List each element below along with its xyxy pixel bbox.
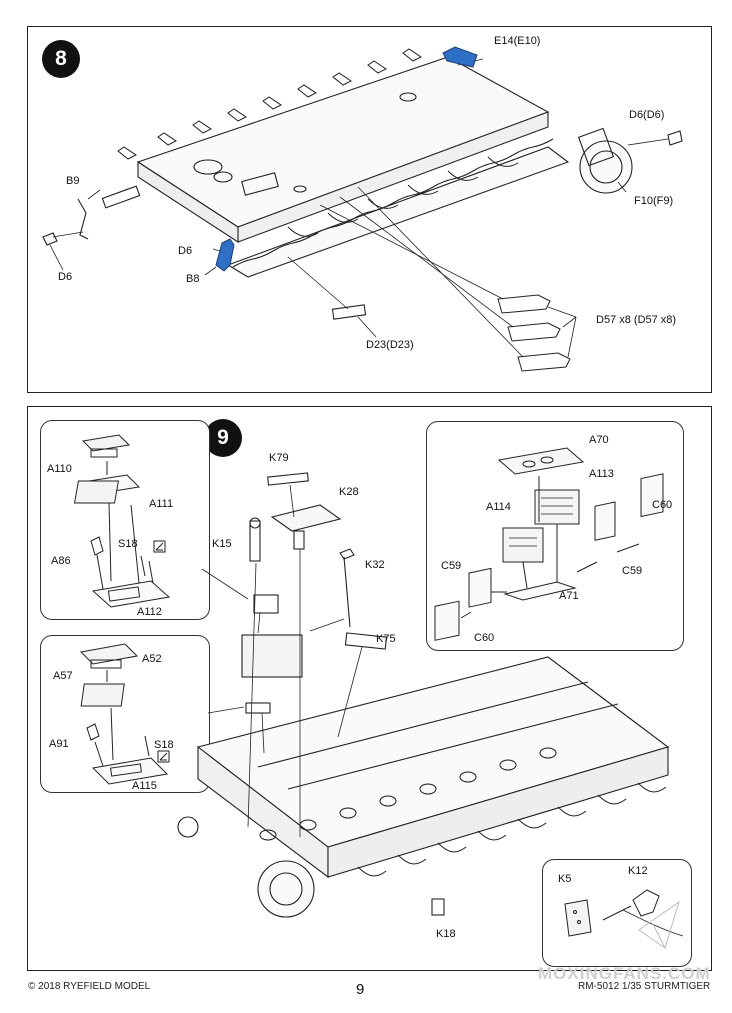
label-k28: K28: [339, 486, 359, 498]
label-a70: A70: [589, 434, 609, 446]
step-number-badge: 9: [204, 419, 242, 457]
label-a115: A115: [132, 780, 157, 792]
label-s18-bottom: S18: [154, 739, 174, 751]
footer-copyright: © 2018 RYEFIELD MODEL: [28, 981, 151, 992]
label-d6-left: D6: [58, 271, 73, 283]
label-a57: A57: [53, 670, 73, 682]
label-a112: A112: [137, 606, 162, 618]
label-a91: A91: [49, 738, 69, 750]
label-d6-mid: D6: [178, 245, 193, 257]
inset-a115-illustration: [79, 643, 170, 785]
inset-a71-illustration: [434, 447, 664, 641]
label-f10: F10(F9): [634, 195, 674, 207]
inset-box-a115: [40, 635, 210, 793]
label-c59-right: C59: [622, 565, 643, 577]
step-number-badge: 8: [42, 40, 80, 78]
label-k32: K32: [365, 559, 385, 571]
label-a71: A71: [559, 590, 579, 602]
label-a110: A110: [47, 463, 72, 475]
step-9-illustration: [177, 472, 670, 918]
label-k15: K15: [212, 538, 232, 550]
step-9-panel: 9: [27, 406, 712, 971]
label-a52: A52: [142, 653, 162, 665]
label-a111: A111: [149, 498, 174, 510]
label-k75: K75: [376, 633, 396, 645]
label-d6-top: D6(D6): [629, 109, 665, 121]
inset-box-a71: [426, 421, 684, 651]
label-a86: A86: [51, 555, 71, 567]
inset-box-k5: [542, 859, 692, 967]
label-d57: D57 x8 (D57 x8): [596, 314, 677, 326]
label-c60-right: C60: [652, 499, 673, 511]
inset-box-a112: [40, 420, 210, 620]
label-c60-left: C60: [474, 632, 495, 644]
label-k5: K5: [558, 873, 572, 885]
label-k12: K12: [628, 865, 648, 877]
label-d23: D23(D23): [366, 339, 414, 351]
step-8-panel: 8: [27, 26, 712, 393]
label-b9: B9: [66, 175, 80, 187]
label-a114: A114: [486, 501, 511, 513]
inset-a112-illustration: [73, 434, 171, 608]
label-a113: A113: [589, 468, 614, 480]
label-s18-top: S18: [118, 538, 138, 550]
step-8-illustration: [42, 46, 683, 372]
inset-k5-illustration: [564, 889, 684, 949]
label-c59-left: C59: [441, 560, 462, 572]
label-k18: K18: [436, 928, 456, 940]
label-k79: K79: [269, 452, 289, 464]
label-e14: E14(E10): [494, 35, 541, 47]
label-b8: B8: [186, 273, 200, 285]
footer-product: RM-5012 1/35 STURMTIGER: [578, 981, 711, 992]
page-number: 9: [356, 981, 365, 998]
watermark: MOXINGFANS.COM: [538, 964, 711, 983]
